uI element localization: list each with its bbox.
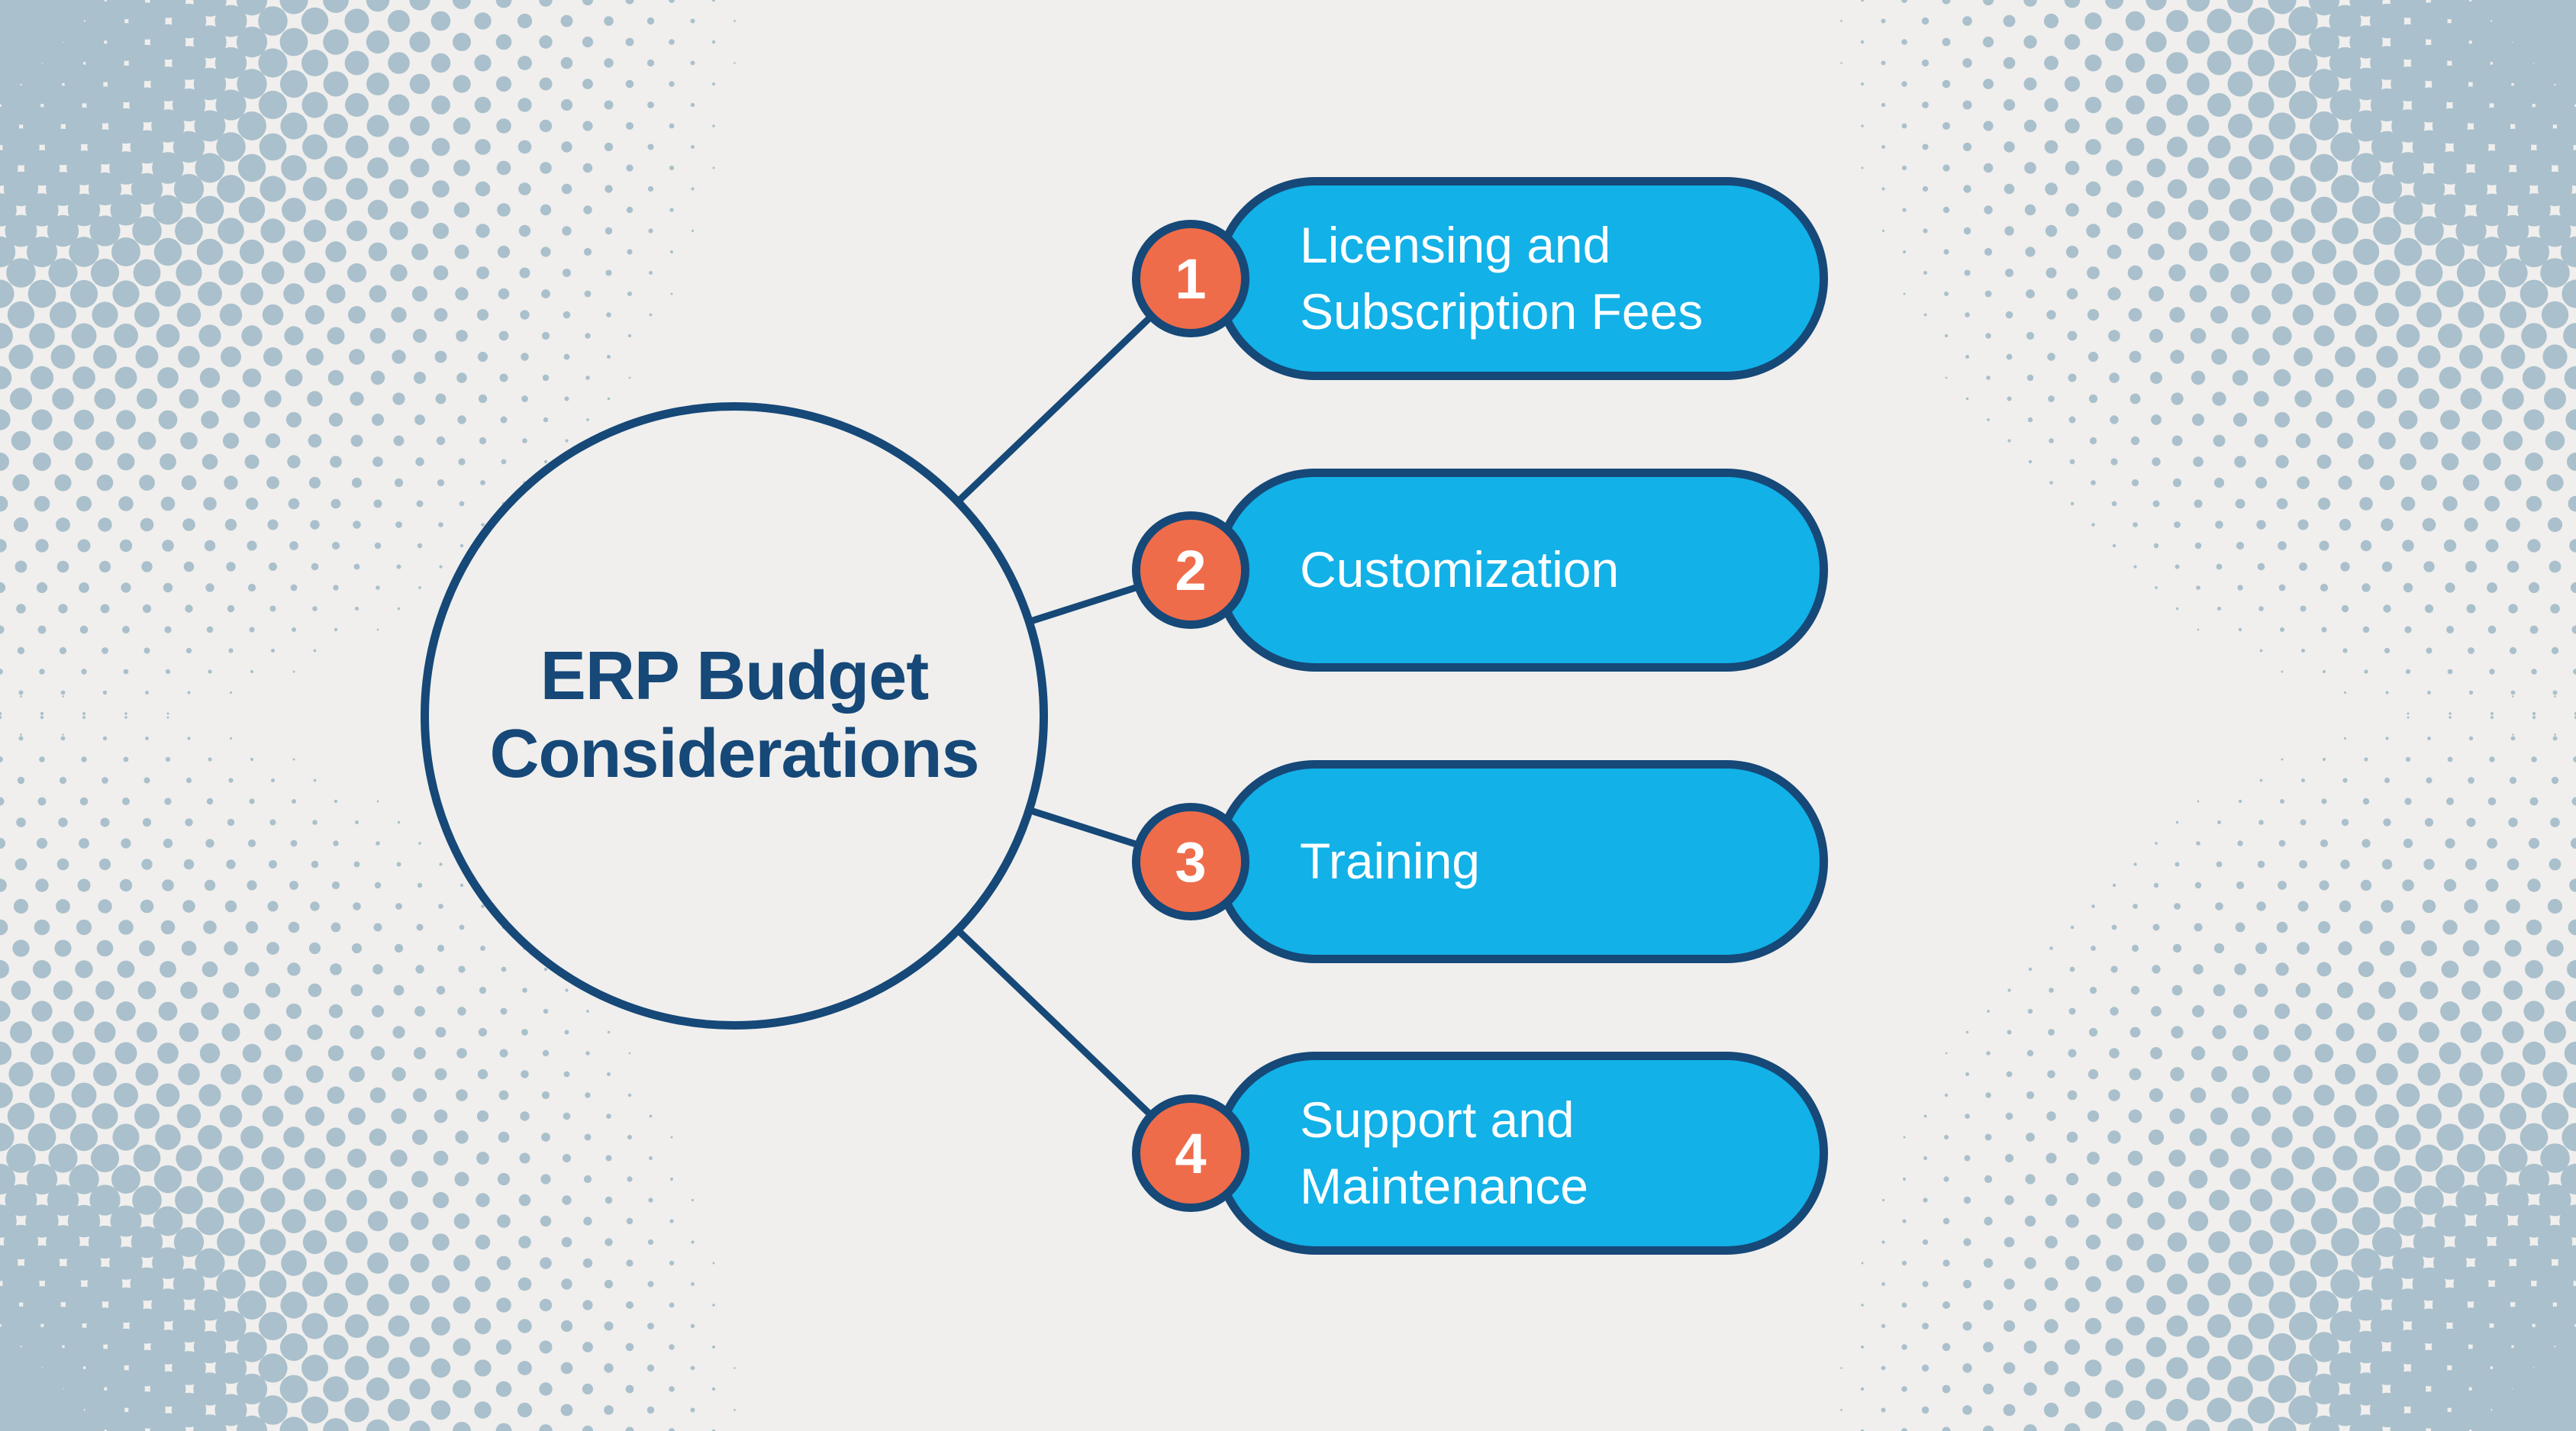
item-label: Licensing and Subscription Fees: [1300, 216, 1704, 340]
item-number: 1: [1175, 247, 1207, 311]
item-number-badge-4: 4: [1132, 1094, 1249, 1212]
item-number-badge-2: 2: [1132, 511, 1249, 629]
item-pill-licensing-and-subscription-fees: Licensing and Subscription Fees: [1214, 177, 1828, 380]
item-pill-customization: Customization: [1214, 469, 1828, 672]
item-number: 3: [1175, 830, 1207, 894]
item-label: Support and Maintenance: [1300, 1091, 1588, 1214]
item-pill-support-and-maintenance: Support and Maintenance: [1214, 1052, 1828, 1255]
item-pill-training: Training: [1214, 760, 1828, 963]
item-number-badge-3: 3: [1132, 803, 1249, 920]
item-label: Customization: [1300, 541, 1620, 598]
item-number: 2: [1175, 538, 1207, 602]
item-label: Training: [1300, 833, 1480, 890]
item-number: 4: [1175, 1121, 1207, 1185]
central-topic-circle: ERP Budget Considerations: [421, 402, 1048, 1030]
diagram-title: ERP Budget Considerations: [489, 638, 979, 792]
item-number-badge-1: 1: [1132, 220, 1249, 337]
